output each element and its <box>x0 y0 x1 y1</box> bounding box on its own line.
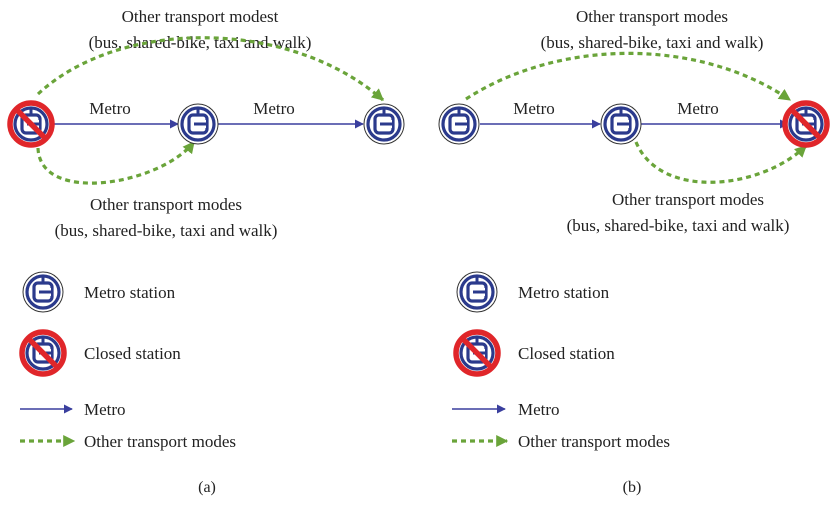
panel-b-bottom-detail: (bus, shared-bike, taxi and walk) <box>567 216 790 235</box>
panel-b-closed-station-icon <box>785 103 827 145</box>
panel-b-edge-1-label: Metro <box>513 99 555 118</box>
legend-a-other-label: Other transport modes <box>84 432 236 451</box>
panel-b-top-detail: (bus, shared-bike, taxi and walk) <box>541 33 764 52</box>
panel-a-metro-station-icon-2 <box>362 102 406 146</box>
panel-a-closed-station-icon <box>10 103 52 145</box>
panel-b-caption: (b) <box>623 479 642 496</box>
panel-a: Other transport modest (bus, shared-bike… <box>10 7 406 496</box>
legend-b-metro-station-icon <box>455 270 499 314</box>
legend-b-closed-station-icon <box>456 332 498 374</box>
panel-b-top-title: Other transport modes <box>576 7 728 26</box>
panel-a-bottom-title: Other transport modes <box>90 195 242 214</box>
panel-a-top-detail: (bus, shared-bike, taxi and walk) <box>89 33 312 52</box>
panel-a-other-route-bottom <box>36 141 196 185</box>
panel-a-metro-station-icon-1 <box>176 102 220 146</box>
panel-a-legend: Metro station Closed station Metro Other… <box>20 270 236 451</box>
legend-b-metro-label: Metro <box>518 400 560 419</box>
panel-b: Other transport modes (bus, shared-bike,… <box>437 7 827 496</box>
panel-b-metro-station-icon-1 <box>437 102 481 146</box>
panel-a-top-title: Other transport modest <box>122 7 279 26</box>
legend-b-metro-station-label: Metro station <box>518 283 610 302</box>
legend-b-closed-station-label: Closed station <box>518 344 615 363</box>
panel-b-bottom-title: Other transport modes <box>612 190 764 209</box>
legend-a-closed-station-label: Closed station <box>84 344 181 363</box>
panel-a-other-route-top <box>36 36 385 102</box>
panel-a-bottom-detail: (bus, shared-bike, taxi and walk) <box>55 221 278 240</box>
panel-b-legend: Metro station Closed station Metro Other… <box>452 270 670 451</box>
panel-b-metro-station-icon-2 <box>599 102 643 146</box>
panel-b-other-route-top <box>465 51 791 102</box>
panel-a-caption: (a) <box>198 479 216 496</box>
panel-b-edge-2-label: Metro <box>677 99 719 118</box>
legend-a-metro-label: Metro <box>84 400 126 419</box>
legend-a-closed-station-icon <box>22 332 64 374</box>
legend-b-other-label: Other transport modes <box>518 432 670 451</box>
panel-a-edge-1-label: Metro <box>89 99 131 118</box>
panel-a-edge-2-label: Metro <box>253 99 295 118</box>
legend-a-metro-station-icon <box>21 270 65 314</box>
panel-b-other-route-bottom <box>634 141 808 184</box>
legend-a-metro-station-label: Metro station <box>84 283 176 302</box>
